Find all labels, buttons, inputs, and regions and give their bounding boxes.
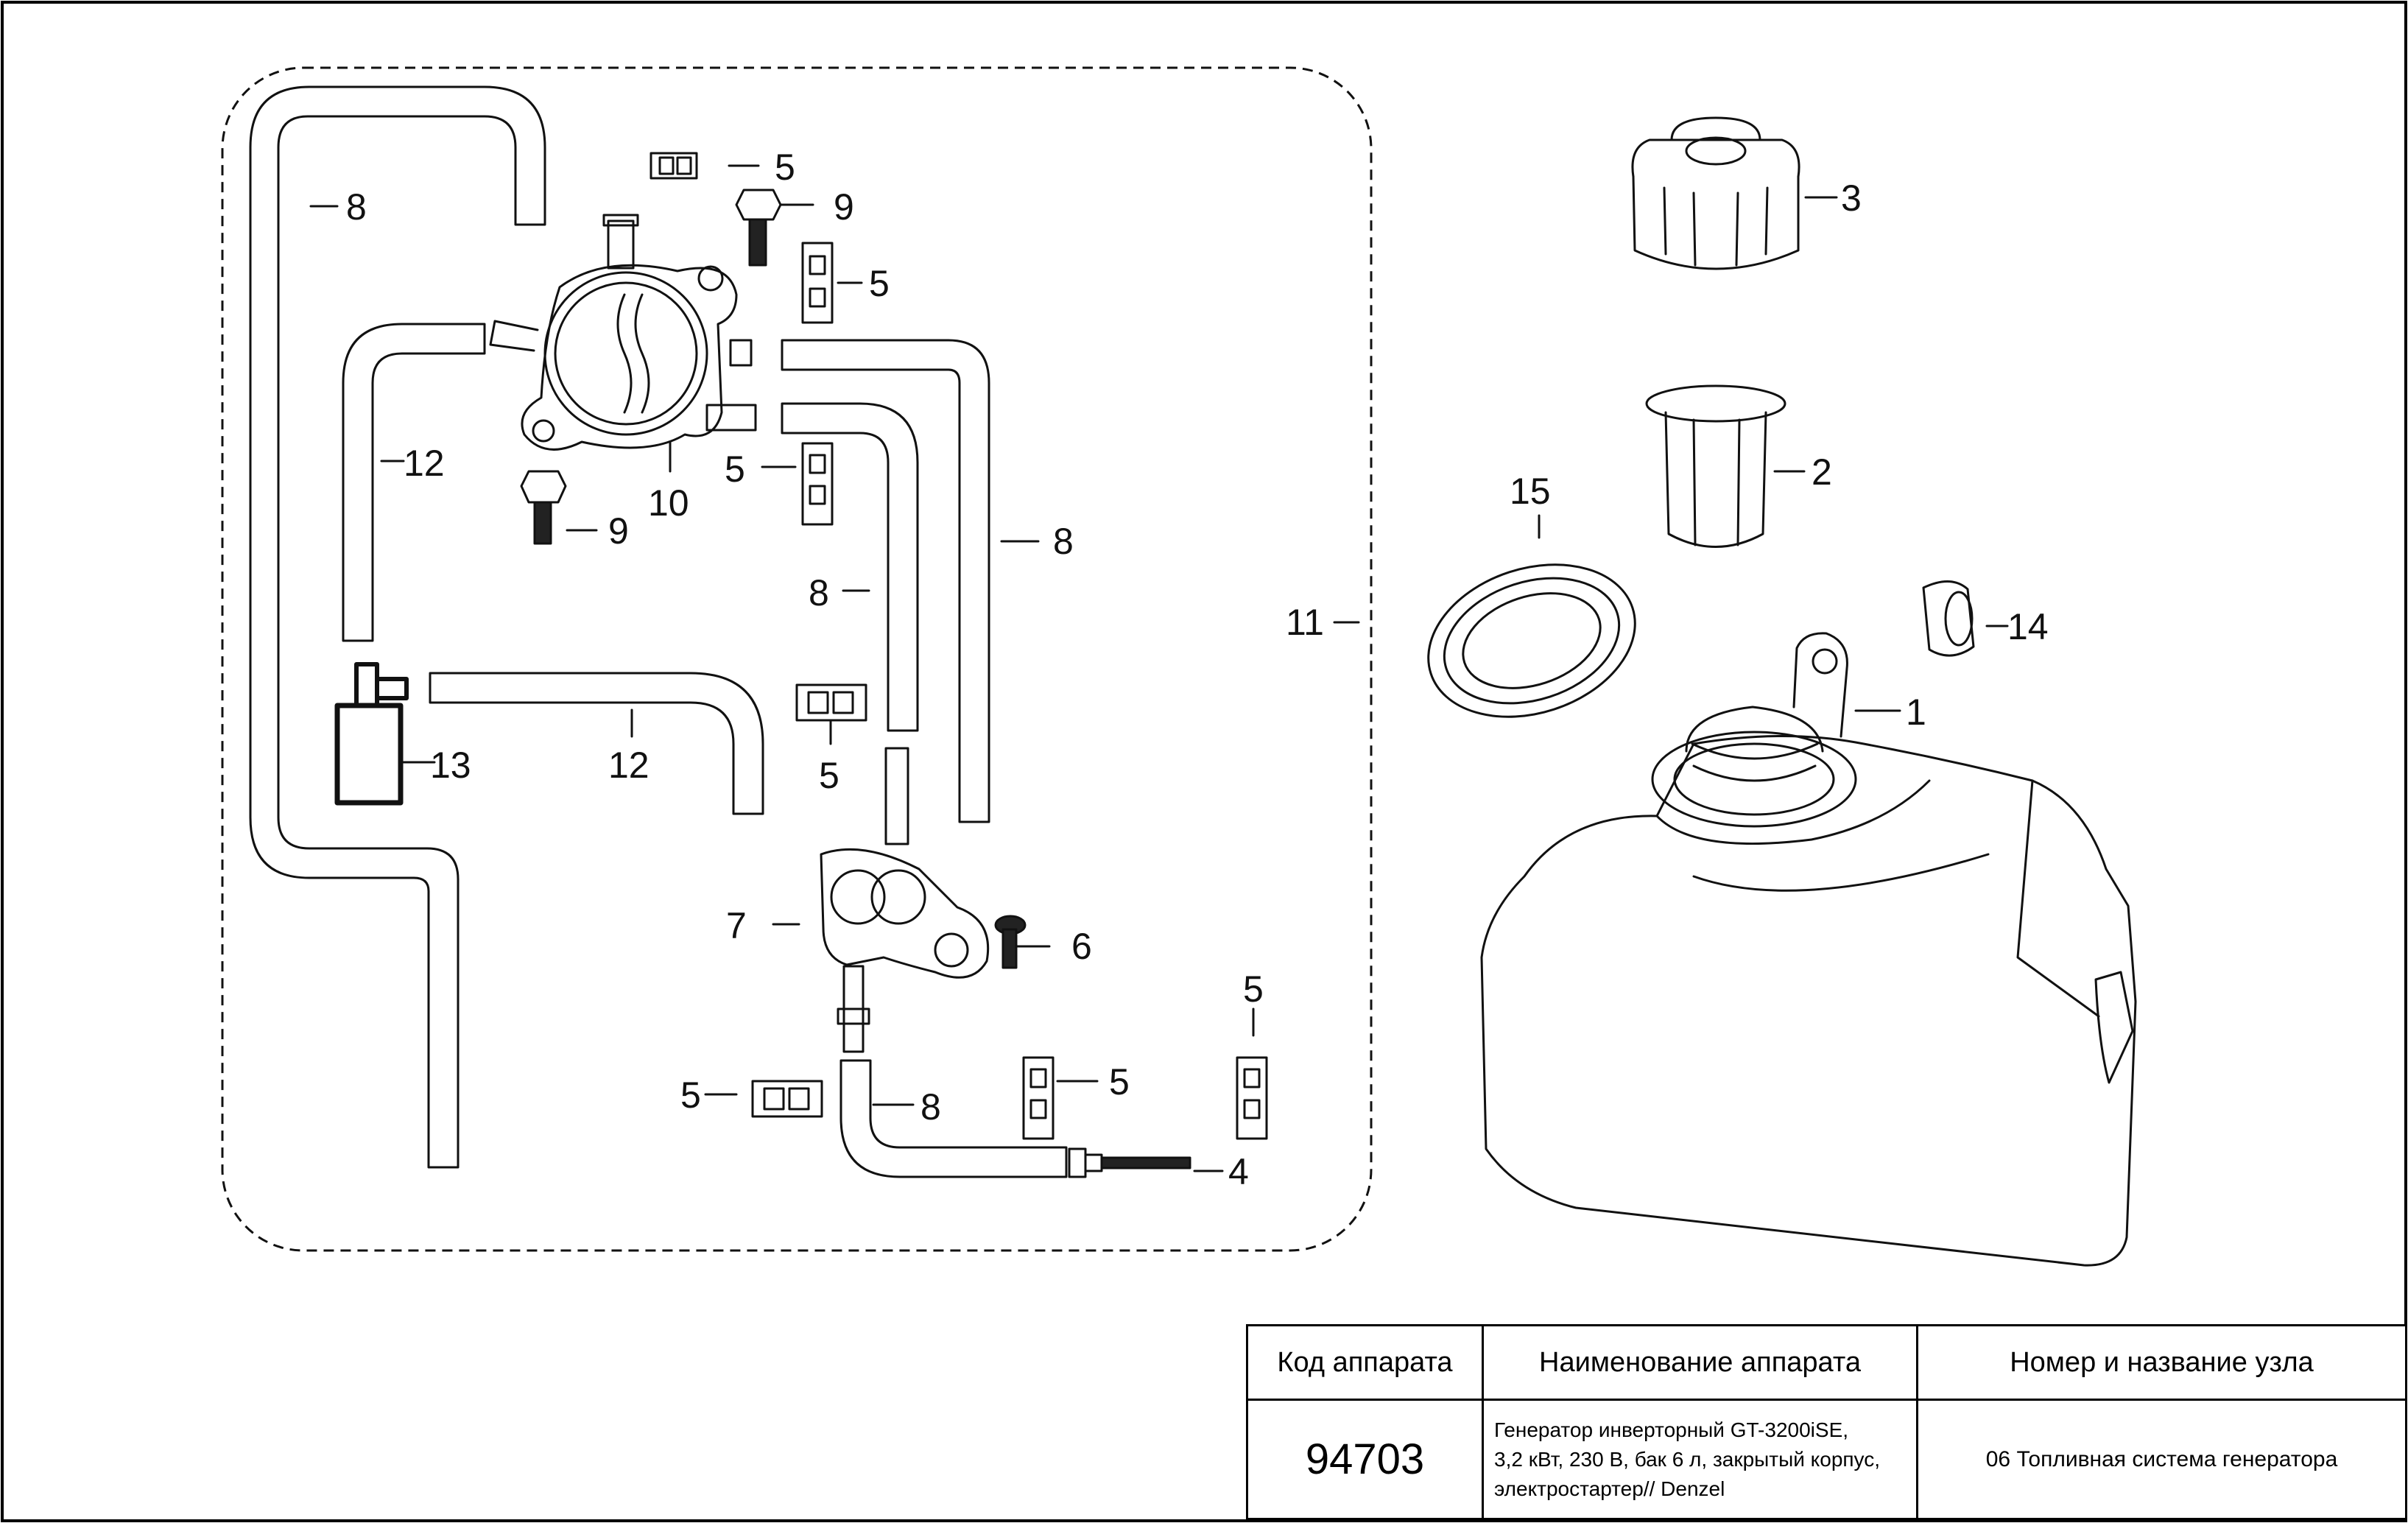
- node-number-name: 06 Топливная система генератора: [1916, 1399, 2407, 1520]
- device-name-line: 3,2 кВт, 230 В, бак 6 л, закрытый корпус…: [1494, 1447, 1881, 1471]
- grommet-14: [1922, 580, 1975, 657]
- device-code: 94703: [1246, 1399, 1484, 1520]
- hose-8-middle: [781, 402, 919, 732]
- header-node: Номер и название узла: [1916, 1324, 2407, 1401]
- hose-12-vertical: [342, 323, 486, 642]
- hose-8-right: [781, 339, 990, 823]
- callout-4: 4: [1228, 1151, 1249, 1192]
- callout-7: 7: [726, 905, 747, 946]
- fuel-strainer-2: [1645, 384, 1786, 548]
- callout-9: 9: [608, 510, 629, 552]
- hose-8-bottom: [839, 1059, 1068, 1178]
- callout-8: 8: [809, 572, 829, 613]
- fuel-filter-13: [334, 662, 409, 806]
- fuel-cap-3: [1631, 116, 1800, 270]
- clamp-5-b: [801, 242, 834, 324]
- callout-10: 10: [648, 482, 689, 524]
- callout-3: 3: [1841, 177, 1862, 219]
- fuel-valve-7: [820, 747, 990, 1053]
- callout-14: 14: [2007, 606, 2049, 647]
- hose-12-horizontal: [429, 672, 764, 815]
- clamp-5-a: [649, 152, 698, 180]
- leader-lines: [309, 164, 2009, 1172]
- callout-12: 12: [404, 443, 445, 484]
- callout-5: 5: [725, 449, 745, 490]
- bolt-9-bottom: [520, 470, 567, 545]
- callout-13: 13: [430, 745, 471, 786]
- fuel-tank-1: [1480, 632, 2137, 1267]
- clamp-5-f: [1022, 1056, 1055, 1140]
- callout-8: 8: [920, 1086, 941, 1128]
- title-block: Код аппарата Наименование аппарата Номер…: [1246, 1324, 2407, 1520]
- clamp-5-d: [795, 683, 867, 722]
- callout-12: 12: [608, 745, 649, 786]
- device-name-line: Генератор инверторный GT-3200iSE,: [1494, 1418, 1849, 1441]
- callout-2: 2: [1812, 451, 1832, 493]
- callout-5: 5: [1109, 1061, 1130, 1102]
- callout-15: 15: [1510, 471, 1551, 512]
- callout-8: 8: [346, 186, 367, 228]
- callout-5: 5: [819, 755, 839, 796]
- callout-8: 8: [1053, 521, 1074, 562]
- clamp-5-c: [801, 442, 834, 526]
- gasket-15: [1427, 563, 1636, 718]
- callout-5: 5: [869, 263, 890, 304]
- callout-11: 11: [1286, 602, 1324, 643]
- clamp-5-g: [1236, 1056, 1268, 1140]
- assembly-11-group-outline: [221, 66, 1373, 1252]
- callout-5: 5: [1243, 968, 1264, 1010]
- device-name-line: электростартер// Denzel: [1494, 1477, 1725, 1500]
- drain-pin-4: [1068, 1147, 1191, 1178]
- callout-9: 9: [834, 186, 854, 228]
- device-name: Генератор инверторный GT-3200iSE, 3,2 кВ…: [1482, 1399, 1918, 1520]
- header-code: Код аппарата: [1246, 1324, 1484, 1401]
- callout-labels: 8 5 9 5 12 5 10 9 8 8 11 12 13 5 7 6 5 5…: [346, 147, 2049, 1192]
- hose-8-left: [249, 85, 546, 1169]
- fuel-pump-10: [489, 214, 757, 451]
- callout-5: 5: [680, 1074, 701, 1116]
- callout-5: 5: [775, 147, 795, 188]
- header-name: Наименование аппарата: [1482, 1324, 1918, 1401]
- screw-6: [994, 915, 1027, 969]
- callout-1: 1: [1906, 692, 1926, 733]
- callout-6: 6: [1071, 926, 1092, 967]
- clamp-5-e: [751, 1080, 823, 1118]
- bolt-9-top: [735, 189, 782, 267]
